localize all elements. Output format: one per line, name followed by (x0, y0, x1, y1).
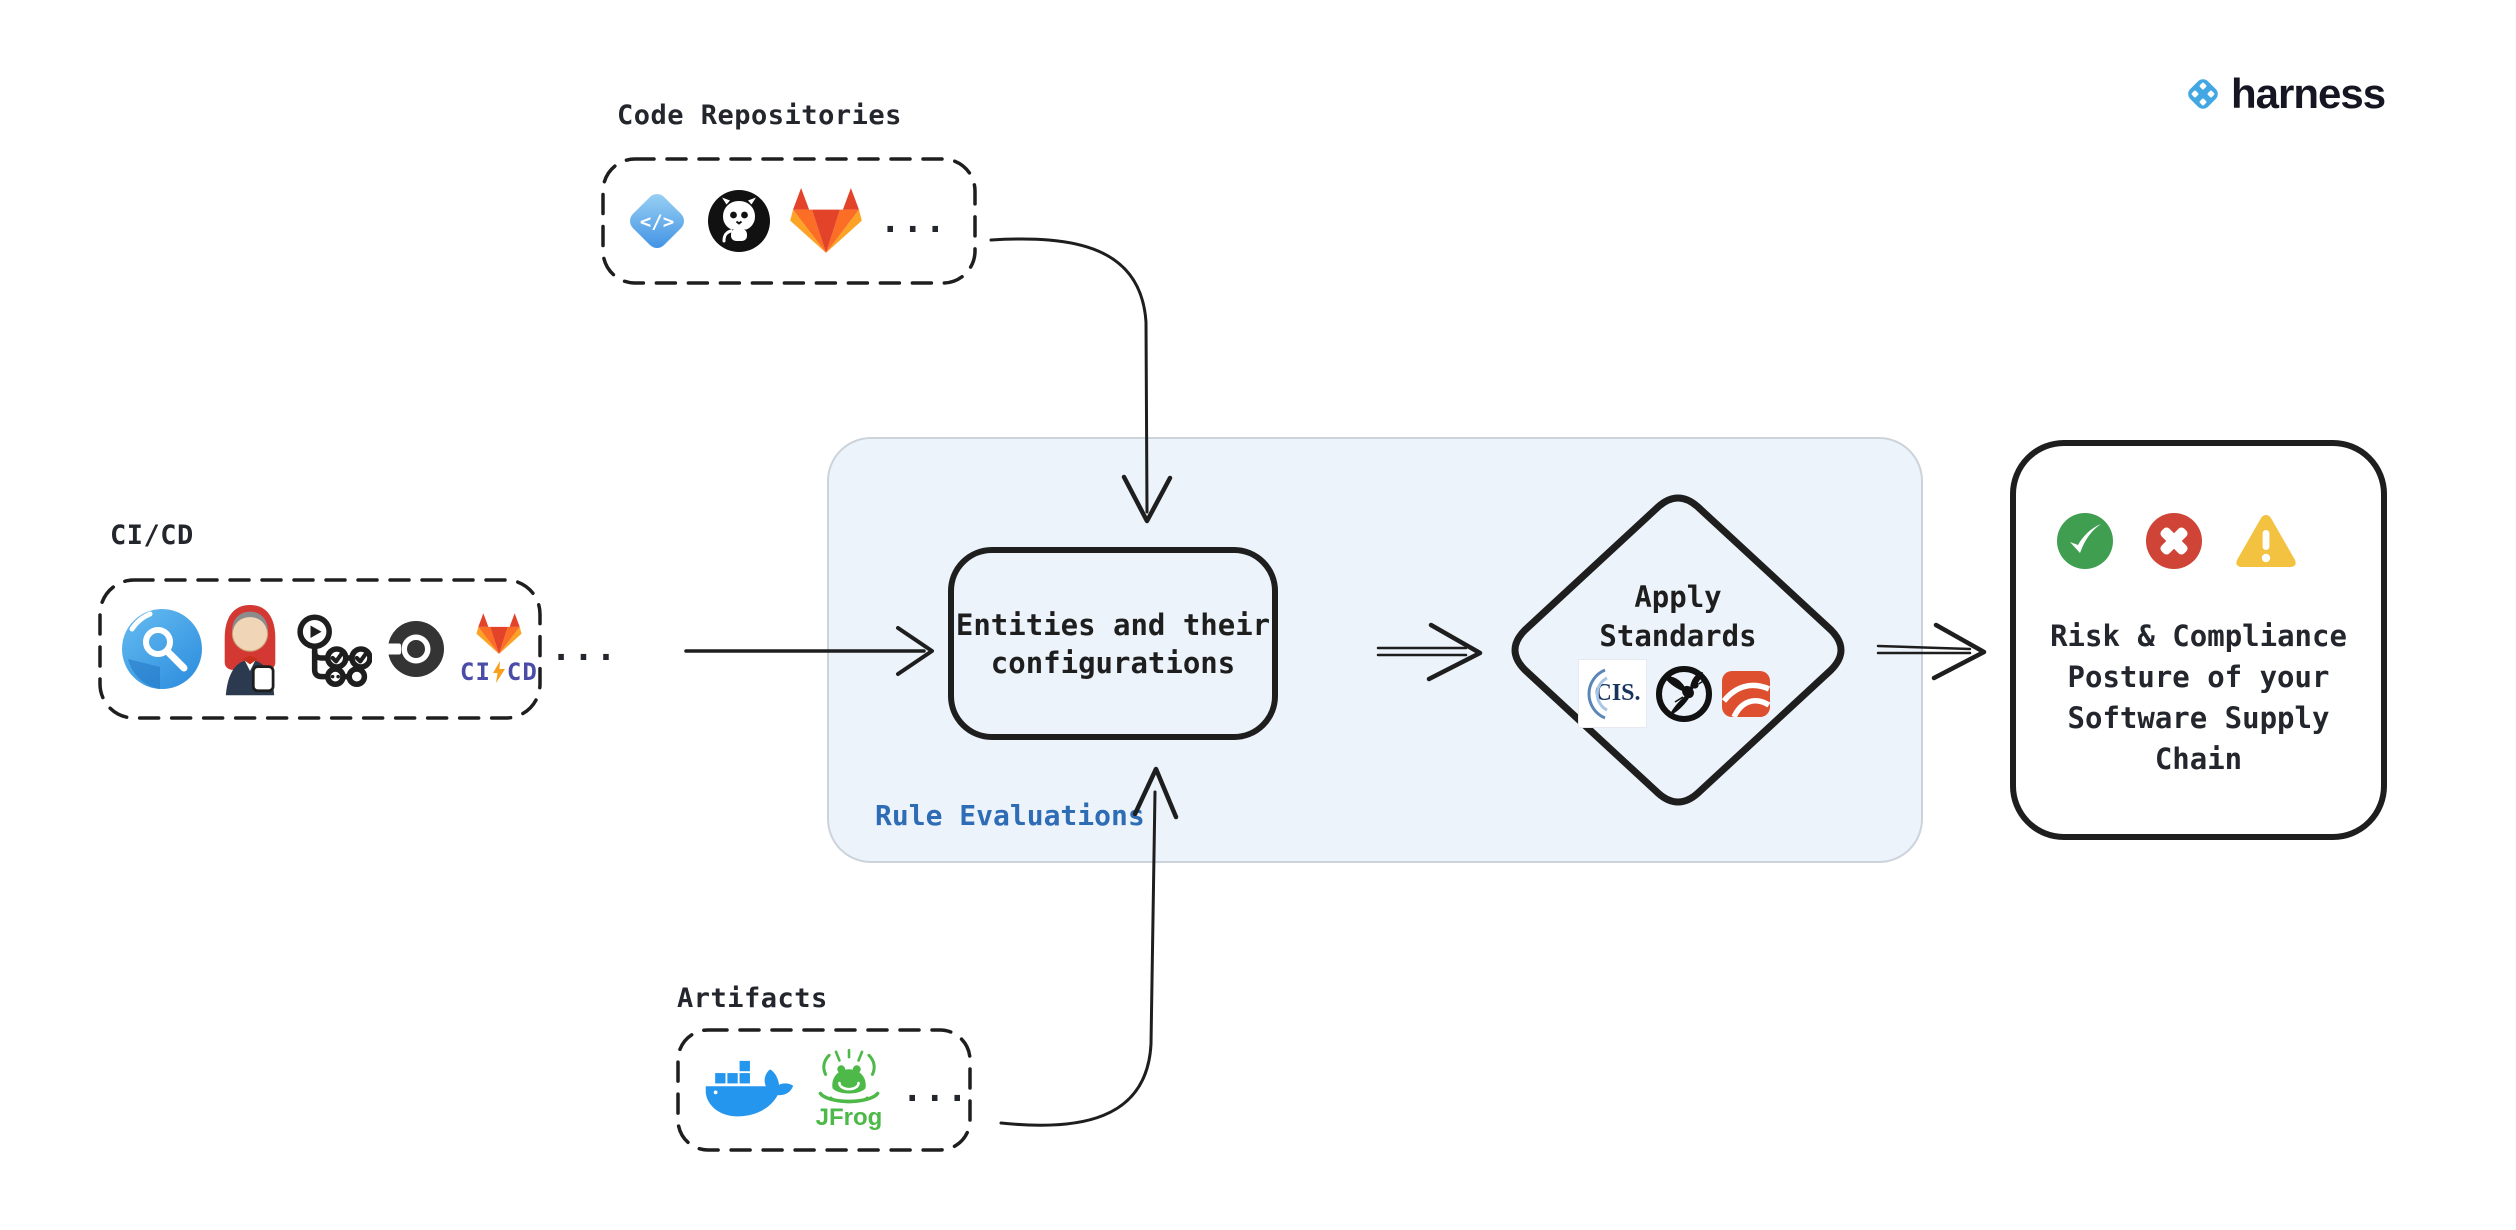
gitlab-cd-text: CD (506, 658, 538, 686)
harness-logo: harness (2182, 70, 2386, 118)
code-repositories-icons: </> ... (624, 156, 947, 286)
cis-arcs (1587, 668, 1608, 720)
jfrog-icon: JFrog (810, 1048, 888, 1132)
cis-icon: CIS. (1578, 659, 1647, 728)
outcome-text: Risk & Compliance Posture of your Softwa… (2020, 616, 2377, 780)
outcome-box (2010, 440, 2387, 840)
artifacts-label: Artifacts (677, 983, 828, 1014)
cicd-box (98, 578, 542, 720)
cicd-icons: CI CD ... (120, 577, 618, 721)
code-repositories-more: ... (880, 201, 948, 241)
outcome-line4: Chain (2154, 742, 2243, 776)
security-standard-icon (1721, 670, 1771, 718)
standards-icons: CIS. (1578, 659, 1771, 728)
outcome-line3: Software Supply (2067, 701, 2330, 735)
gitlab-cicd-icon: CI CD (460, 612, 538, 686)
artifacts-box (676, 1028, 972, 1152)
cross-icon (2146, 513, 2202, 569)
jfrog-frog-icon (818, 1048, 880, 1104)
entities-text-line2: configurations (990, 645, 1236, 680)
outcome-line1: Risk & Compliance (2050, 619, 2347, 653)
gitlab-fox-icon (476, 613, 522, 655)
code-repositories-box (601, 157, 977, 285)
github-actions-icon (297, 614, 372, 688)
code-repositories-label: Code Repositories (617, 100, 902, 131)
outcome-icons (2056, 512, 2298, 570)
jenkins-icon (224, 605, 276, 696)
warning-icon (2236, 515, 2296, 567)
apply-standards-text: Apply Standards (1528, 578, 1828, 656)
cis-wordmark: CIS. (1594, 680, 1641, 706)
rule-evaluations-label: Rule Evaluations (875, 799, 1145, 832)
gitlab-ci-text: CI (460, 658, 491, 686)
docker-icon (705, 1060, 794, 1117)
artifacts-icons: JFrog ... (702, 1027, 969, 1153)
entities-box: Entities and their configurations (948, 547, 1278, 740)
harness-logo-icon (2188, 79, 2218, 109)
apply-standards-line1: Apply (1634, 580, 1722, 614)
cicd-label: CI/CD (110, 520, 194, 551)
cicd-more: ... (550, 629, 619, 669)
lightning-bolt-icon (492, 661, 505, 683)
entities-text-line1: Entities and their (955, 607, 1271, 642)
svg-text:</>: </> (640, 211, 674, 233)
apply-standards-line2: Standards (1599, 619, 1757, 653)
check-icon (2057, 513, 2113, 569)
gitlab-icon (790, 188, 862, 253)
artifacts-more: ... (902, 1070, 970, 1110)
harness-ci-icon (122, 609, 202, 689)
owasp-icon (1656, 665, 1712, 722)
outcome-line2: Posture of your (2067, 660, 2330, 694)
harness-wordmark: harness (2231, 70, 2386, 117)
harness-code-icon: </> (630, 194, 684, 248)
github-icon (708, 190, 770, 252)
jfrog-wordmark: JFrog (815, 1104, 883, 1131)
circleci-icon (385, 621, 444, 677)
